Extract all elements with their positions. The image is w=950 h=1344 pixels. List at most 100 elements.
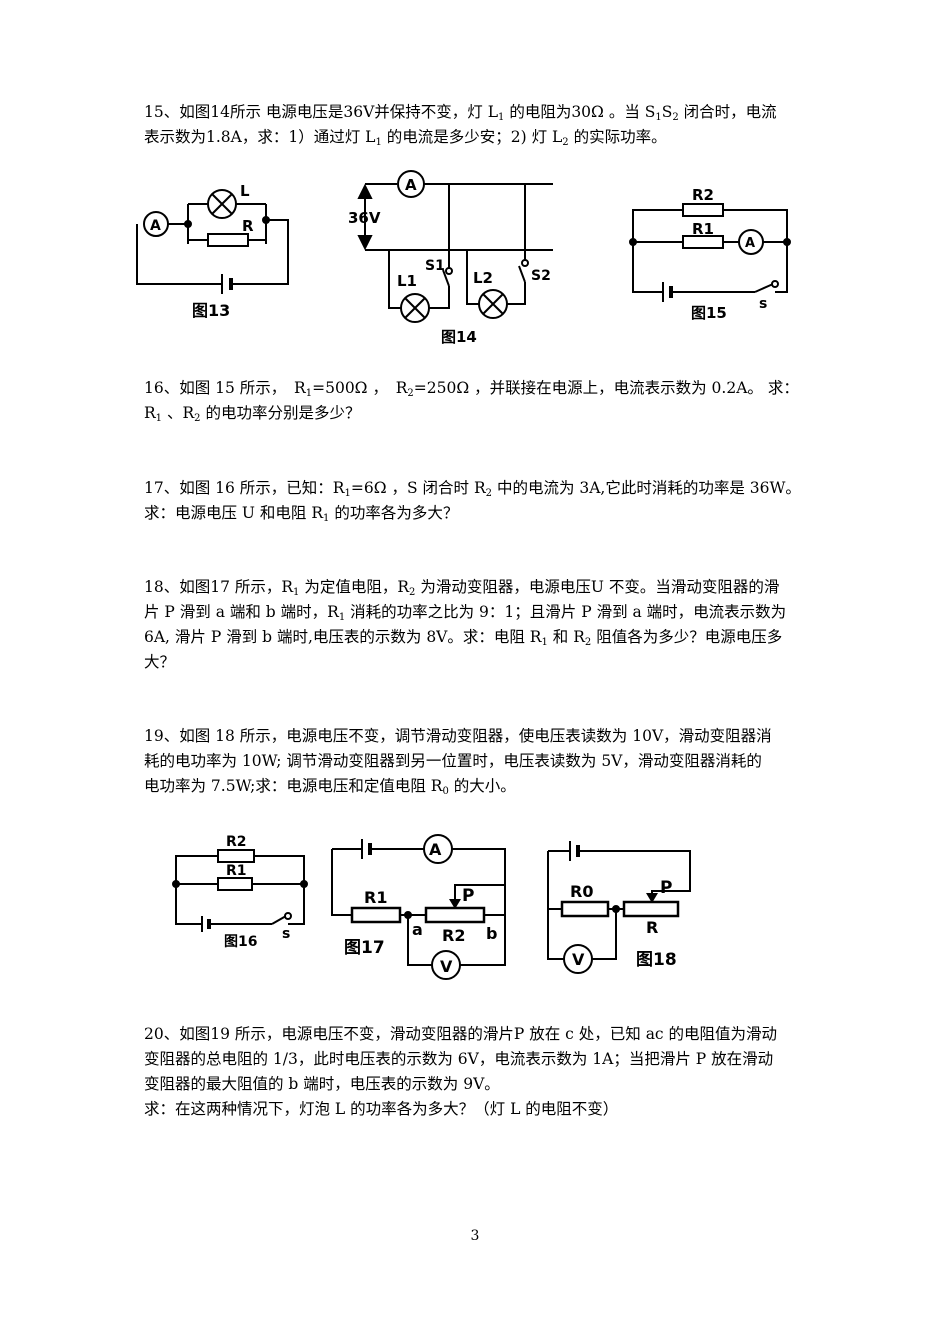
text-run: 20、如图19 所示，电源电压不变，滑动变阻器的滑片P 放在 c 处，已知 ac… bbox=[144, 1025, 778, 1043]
problem-line: 20、如图19 所示，电源电压不变，滑动变阻器的滑片P 放在 c 处，已知 ac… bbox=[144, 1022, 814, 1047]
rheostat-label: R bbox=[646, 918, 658, 937]
text-run: 和 R bbox=[547, 628, 585, 646]
text-run: 的实际功率。 bbox=[568, 128, 667, 146]
problem-18: 18、如图17 所示，R1 为定值电阻，R2 为滑动变阻器，电源电压U 不变。当… bbox=[144, 575, 814, 675]
ammeter-label: A bbox=[150, 218, 161, 234]
text-run: 的电功率分别是多少？ bbox=[200, 404, 361, 422]
r2-label: R2 bbox=[442, 926, 465, 945]
problem-line: 耗的电功率为 10W; 调节滑动变阻器到另一位置时，电压表读数为 5V，滑动变阻… bbox=[144, 749, 814, 774]
lamp-1-label: L1 bbox=[397, 272, 417, 290]
figure-14: A 36V L1 L2 S1 S2 图14 bbox=[345, 168, 560, 348]
subscript: 1 bbox=[155, 413, 163, 424]
subscript: 1 bbox=[338, 612, 346, 623]
text-run: 消耗的功率之比为 9：1；且滑片 P 滑到 a 端时，电流表示数为 bbox=[345, 603, 787, 621]
switch-label: s bbox=[759, 296, 767, 312]
subscript: 1 bbox=[655, 112, 662, 123]
subscript: 2 bbox=[485, 488, 493, 499]
subscript: 1 bbox=[323, 513, 330, 524]
text-run: 求：电源电压 U 和电阻 R bbox=[144, 504, 324, 522]
problem-17: 17、如图 16 所示，已知：R1=6Ω ，S 闭合时 R2 中的电流为 3A,… bbox=[144, 476, 814, 526]
text-run: 的电流是多少安；2) 灯 L bbox=[381, 128, 563, 146]
problem-line: 19、如图 18 所示，电源电压不变，调节滑动变阻器，使电压表读数为 10V，滑… bbox=[144, 724, 814, 749]
switch-2-label: S2 bbox=[531, 268, 551, 284]
text-run: 大？ bbox=[144, 653, 176, 671]
problem-16: 16、如图 15 所示， R1=500Ω ， R2=250Ω ，并联接在电源上，… bbox=[144, 376, 814, 426]
text-run: =6Ω ，S 闭合时 R bbox=[350, 479, 486, 497]
text-run: 15、如图14所示 电源电压是36V并保持不变，灯 L bbox=[144, 103, 499, 121]
ammeter-label: A bbox=[429, 840, 442, 859]
subscript: 0 bbox=[442, 786, 449, 797]
voltmeter-label: V bbox=[572, 950, 585, 969]
voltage-label: 36V bbox=[348, 209, 381, 227]
text-run: 16、如图 15 所示， R bbox=[144, 379, 306, 397]
figure-17-caption: 图17 bbox=[344, 938, 385, 958]
lamp-2-label: L2 bbox=[473, 269, 493, 287]
problem-line: 16、如图 15 所示， R1=500Ω ， R2=250Ω ，并联接在电源上，… bbox=[144, 376, 814, 401]
subscript: 2 bbox=[672, 112, 679, 123]
problem-line: 表示数为1.8A，求：1）通过灯 L1 的电流是多少安；2) 灯 L2 的实际功… bbox=[144, 125, 814, 150]
text-run: 耗的电功率为 10W; 调节滑动变阻器到另一位置时，电压表读数为 5V，滑动变阻… bbox=[144, 752, 762, 770]
problem-line: 片 P 滑到 a 端和 b 端时，R1 消耗的功率之比为 9：1；且滑片 P 滑… bbox=[144, 600, 814, 625]
figure-13: A L R 图13 bbox=[130, 182, 300, 322]
text-run: 中的电流为 3A,它此时消耗的功率是 36W。 bbox=[492, 479, 801, 497]
subscript: 1 bbox=[305, 388, 313, 399]
switch-label: s bbox=[282, 926, 290, 942]
figure-13-caption: 图13 bbox=[192, 301, 230, 320]
problem-line: 电功率为 7.5W;求：电源电压和定值电阻 R0 的大小。 bbox=[144, 774, 814, 799]
text-run: 的功率各为多大？ bbox=[329, 504, 459, 522]
subscript: 2 bbox=[562, 137, 569, 148]
subscript: 1 bbox=[541, 637, 548, 648]
figure-17: A R1 P a R2 b V 图17 bbox=[322, 825, 517, 985]
figure-14-caption: 图14 bbox=[441, 328, 477, 346]
terminal-a-label: a bbox=[412, 920, 423, 939]
figure-18-caption: 图18 bbox=[636, 950, 677, 970]
problem-line: 17、如图 16 所示，已知：R1=6Ω ，S 闭合时 R2 中的电流为 3A,… bbox=[144, 476, 814, 501]
text-run: 的电阻为30Ω 。当 S bbox=[504, 103, 656, 121]
text-run: =500Ω ， R bbox=[312, 379, 408, 397]
text-run: 闭合时，电流 bbox=[678, 103, 777, 121]
text-run: 电功率为 7.5W;求：电源电压和定值电阻 R bbox=[144, 777, 443, 795]
switch-1-label: S1 bbox=[425, 258, 445, 274]
text-run: 6A, 滑片 P 滑到 b 端时,电压表的示数为 8V。求：电阻 R bbox=[144, 628, 542, 646]
text-run: 18、如图17 所示，R bbox=[144, 578, 294, 596]
slider-p-label: P bbox=[660, 878, 672, 898]
subscript: 1 bbox=[498, 112, 505, 123]
lamp-label: L bbox=[240, 182, 250, 200]
slider-p-label: P bbox=[462, 886, 474, 906]
problem-line: 变阻器的总电阻的 1/3，此时电压表的示数为 6V，电流表示数为 1A；当把滑片… bbox=[144, 1047, 814, 1072]
problem-line: 求：在这两种情况下，灯泡 L 的功率各为多大？（灯 L 的电阻不变） bbox=[144, 1097, 814, 1122]
r0-label: R0 bbox=[570, 882, 593, 901]
subscript: 2 bbox=[409, 587, 416, 598]
text-run: 19、如图 18 所示，电源电压不变，调节滑动变阻器，使电压表读数为 10V，滑… bbox=[144, 727, 772, 745]
text-run: 17、如图 16 所示，已知：R bbox=[144, 479, 345, 497]
problem-line: 求：电源电压 U 和电阻 R1 的功率各为多大？ bbox=[144, 501, 814, 526]
problem-15: 15、如图14所示 电源电压是36V并保持不变，灯 L1 的电阻为30Ω 。当 … bbox=[144, 100, 814, 150]
problem-19: 19、如图 18 所示，电源电压不变，调节滑动变阻器，使电压表读数为 10V，滑… bbox=[144, 724, 814, 799]
subscript: 1 bbox=[375, 137, 382, 148]
subscript: 2 bbox=[407, 388, 414, 399]
resistor-label: R bbox=[242, 217, 254, 235]
text-run: 表示数为1.8A，求：1）通过灯 L bbox=[144, 128, 376, 146]
problem-line: 6A, 滑片 P 滑到 b 端时,电压表的示数为 8V。求：电阻 R1 和 R2… bbox=[144, 625, 814, 650]
figure-15: R2 R1 A s 图15 bbox=[625, 178, 800, 328]
r1-label: R1 bbox=[364, 888, 387, 907]
text-run: =250Ω ，并联接在电源上，电流表示数为 0.2A。 求： bbox=[413, 379, 799, 397]
figure-16-caption: 图16 bbox=[224, 934, 257, 950]
subscript: 1 bbox=[344, 488, 351, 499]
problem-line: 15、如图14所示 电源电压是36V并保持不变，灯 L1 的电阻为30Ω 。当 … bbox=[144, 100, 814, 125]
problem-line: 变阻器的最大阻值的 b 端时，电压表的示数为 9V。 bbox=[144, 1072, 814, 1097]
text-run: 为滑动变阻器，电源电压U 不变。当滑动变阻器的滑 bbox=[415, 578, 780, 596]
figure-16: R2 R1 s 图16 bbox=[168, 828, 313, 953]
problem-line: 大？ bbox=[144, 650, 814, 675]
text-run: 求：在这两种情况下，灯泡 L 的功率各为多大？（灯 L 的电阻不变） bbox=[144, 1100, 619, 1118]
text-run: 变阻器的总电阻的 1/3，此时电压表的示数为 6V，电流表示数为 1A；当把滑片… bbox=[144, 1050, 774, 1068]
text-run: 、R bbox=[162, 404, 195, 422]
text-run: 变阻器的最大阻值的 b 端时，电压表的示数为 9V。 bbox=[144, 1075, 500, 1093]
ammeter-label: A bbox=[405, 176, 417, 194]
terminal-b-label: b bbox=[486, 924, 497, 943]
text-run: 片 P 滑到 a 端和 b 端时，R bbox=[144, 603, 339, 621]
figure-15-caption: 图15 bbox=[691, 304, 727, 322]
subscript: 2 bbox=[194, 413, 201, 424]
subscript: 1 bbox=[293, 587, 300, 598]
page-number: 3 bbox=[470, 1228, 480, 1244]
